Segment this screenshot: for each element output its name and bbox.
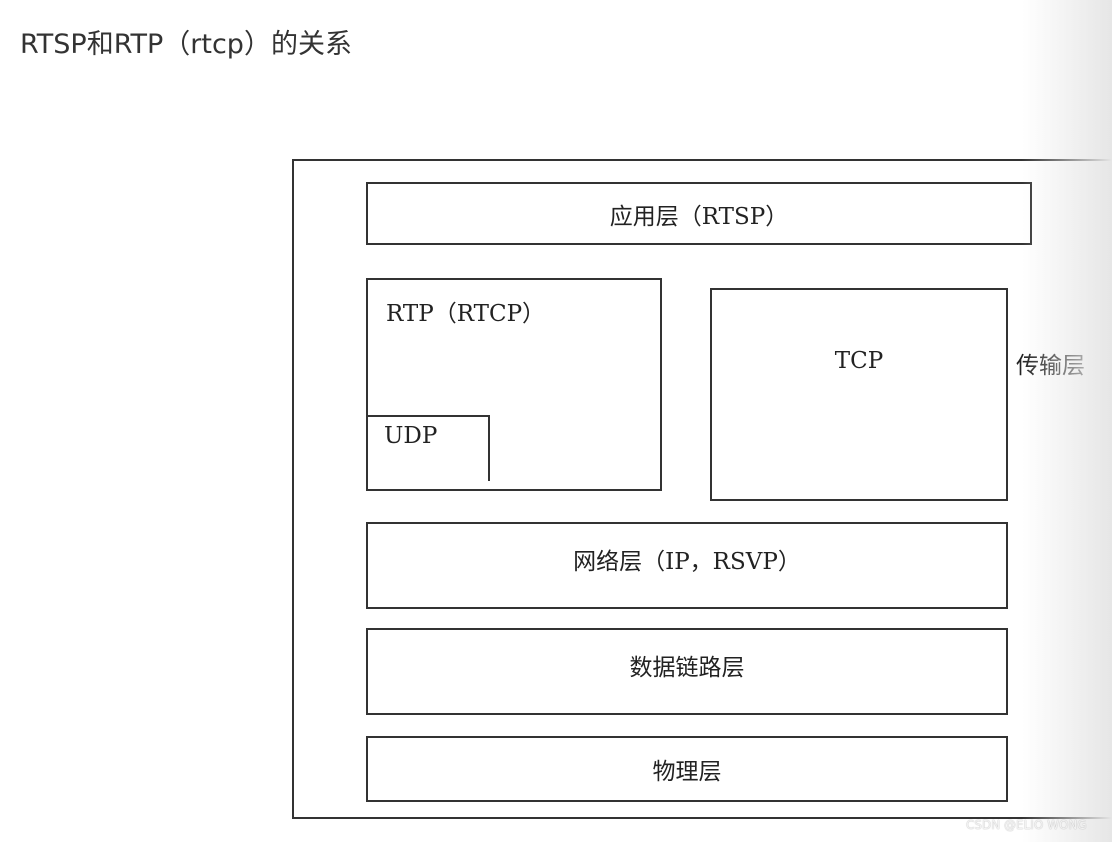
udp-box: UDP: [366, 415, 490, 481]
application-layer-label: 应用层（RTSP）: [609, 203, 789, 230]
data-link-layer-box: 数据链路层: [366, 628, 1008, 715]
watermark: CSDN @ELIO WONG: [966, 818, 1087, 832]
rtp-label: RTP（RTCP）: [386, 301, 546, 327]
application-layer-box: 应用层（RTSP）: [366, 182, 1032, 245]
udp-label: UDP: [384, 423, 438, 449]
rtp-box: RTP（RTCP） UDP: [366, 278, 662, 491]
diagram-frame: [292, 159, 1112, 819]
page-title: RTSP和RTP（rtcp）的关系: [20, 29, 352, 60]
tcp-box: TCP: [710, 288, 1008, 501]
physical-layer-box: 物理层: [366, 736, 1008, 802]
tcp-label: TCP: [834, 348, 884, 374]
network-layer-label: 网络层（IP，RSVP）: [573, 549, 801, 575]
physical-layer-label: 物理层: [652, 759, 722, 785]
data-link-layer-label: 数据链路层: [629, 655, 745, 681]
network-layer-box: 网络层（IP，RSVP）: [366, 522, 1008, 609]
transport-layer-label: 传输层: [1016, 353, 1085, 379]
